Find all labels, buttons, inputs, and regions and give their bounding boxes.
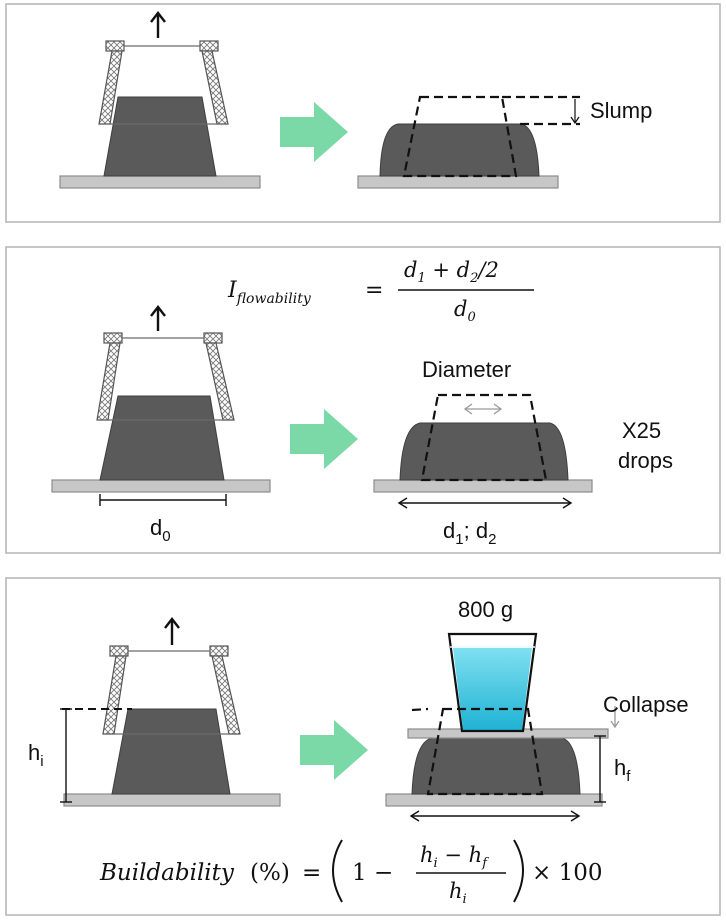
green-process-arrow	[300, 720, 368, 780]
green-process-arrow	[280, 102, 348, 162]
base-plate-result	[385, 793, 603, 807]
original-cone-outline	[420, 393, 548, 482]
formula-times: × 100	[532, 860, 602, 886]
base-plate	[59, 175, 261, 189]
green-process-arrow	[290, 409, 358, 469]
original-cone-outline	[402, 95, 518, 178]
top-dash-left	[411, 707, 429, 712]
formula-denominator: hi	[449, 879, 467, 907]
panel-buildability-test: hi 800 g Collapse hf	[5, 577, 721, 916]
formula-paren-right	[513, 839, 524, 903]
hi-dimension	[60, 708, 132, 803]
formula-denominator: d0	[454, 297, 476, 325]
hi-label: hi	[28, 740, 44, 770]
slump-mold	[98, 40, 229, 125]
formula-one-minus: 1 −	[352, 860, 393, 886]
base-plate	[63, 793, 281, 807]
water-glass-icon	[447, 632, 538, 733]
formula-lhs: Iflowability	[227, 278, 312, 307]
formula-pct: (%)	[250, 860, 290, 886]
lift-arrow-icon	[150, 11, 166, 38]
hf-dimension	[594, 735, 606, 803]
panel-slump-test: Slump	[5, 3, 721, 223]
base-plate-result	[373, 479, 593, 493]
d1-d2-label: d1; d2	[443, 518, 496, 548]
drops-word-label: drops	[618, 448, 673, 473]
base-plate	[51, 479, 271, 493]
d1d2-dimension	[397, 497, 573, 509]
slump-mold	[96, 332, 235, 421]
collapse-label: Collapse	[603, 692, 689, 717]
formula-paren-left	[332, 839, 343, 903]
formula-equals: =	[365, 278, 383, 303]
flowability-formula: Iflowability = d1 + d2/2 d0	[227, 258, 534, 325]
drops-count-label: X25	[622, 418, 661, 443]
d0-label: d0	[150, 515, 171, 545]
original-cone-outline	[426, 707, 544, 796]
panel-2-border	[5, 246, 721, 554]
lift-arrow-icon	[164, 617, 180, 645]
formula-numerator: hi − hf	[420, 843, 489, 871]
slump-mold	[102, 645, 241, 735]
buildability-formula: Buildability (%) = 1 − hi − hf hi × 100	[99, 839, 602, 907]
panel-flowability-test: Iflowability = d1 + d2/2 d0	[5, 246, 721, 554]
base-plate-result	[357, 175, 559, 189]
formula-equals: =	[302, 860, 321, 886]
formula-numerator: d1 + d2/2	[404, 258, 499, 286]
formula-lhs: Buildability	[99, 860, 235, 886]
weight-label: 800 g	[458, 597, 513, 622]
d0-dimension	[99, 494, 227, 506]
concrete-cone	[103, 96, 217, 177]
lift-arrow-icon	[150, 305, 166, 331]
slump-label: Slump	[590, 98, 652, 123]
spread-concrete	[399, 422, 569, 481]
collapse-arrow-icon	[610, 706, 620, 729]
concrete-cone	[111, 708, 231, 795]
slump-measure	[502, 95, 580, 126]
hf-label: hf	[614, 755, 631, 785]
collapsed-concrete	[411, 737, 581, 795]
spread-dimension	[409, 810, 581, 822]
concrete-cone	[99, 395, 225, 481]
diameter-arrow-icon	[463, 403, 503, 415]
diameter-label: Diameter	[422, 357, 511, 382]
